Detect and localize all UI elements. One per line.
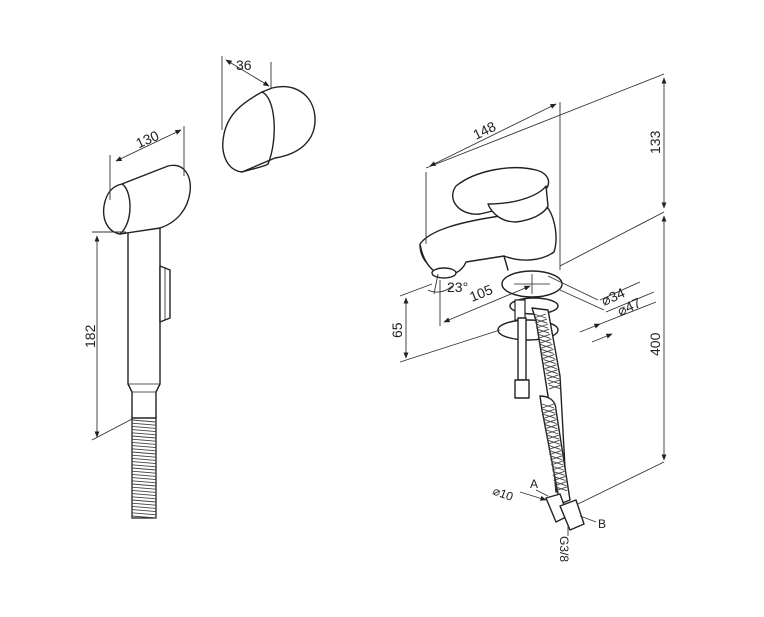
spout-clearance-label: 65 — [389, 322, 405, 338]
shower-hose — [131, 415, 157, 519]
spout-reach-label: 148 — [470, 118, 498, 143]
wall-holder — [222, 86, 316, 173]
basin-mixer — [419, 167, 605, 311]
connector-callouts: ⌀10 A B G3/8 — [491, 477, 606, 562]
spout-angle-label: 23° — [447, 279, 468, 295]
spout-clearance-dim: 65 — [389, 283, 501, 363]
handshower-height-dim: 182 — [82, 231, 135, 441]
base-diameter-dims: ⌀34 ⌀47 — [579, 281, 657, 343]
callout-a: A — [530, 477, 538, 491]
handshower-width-label: 130 — [133, 127, 161, 151]
handshower-height-label: 182 — [82, 324, 98, 348]
thread-label: G3/8 — [557, 536, 571, 562]
mixer-height-label: 133 — [647, 130, 663, 154]
callout-b: B — [598, 517, 606, 531]
hose-length-label: 400 — [647, 332, 663, 356]
hand-shower — [102, 164, 191, 519]
holder-depth-dim: 36 — [221, 56, 272, 130]
hose-length-dim: 400 — [577, 215, 667, 505]
holder-depth-label: 36 — [236, 57, 252, 73]
supply-hoses — [514, 307, 585, 531]
spout-projection-label: 105 — [467, 281, 495, 305]
connector-diameter-label: ⌀10 — [491, 484, 515, 504]
